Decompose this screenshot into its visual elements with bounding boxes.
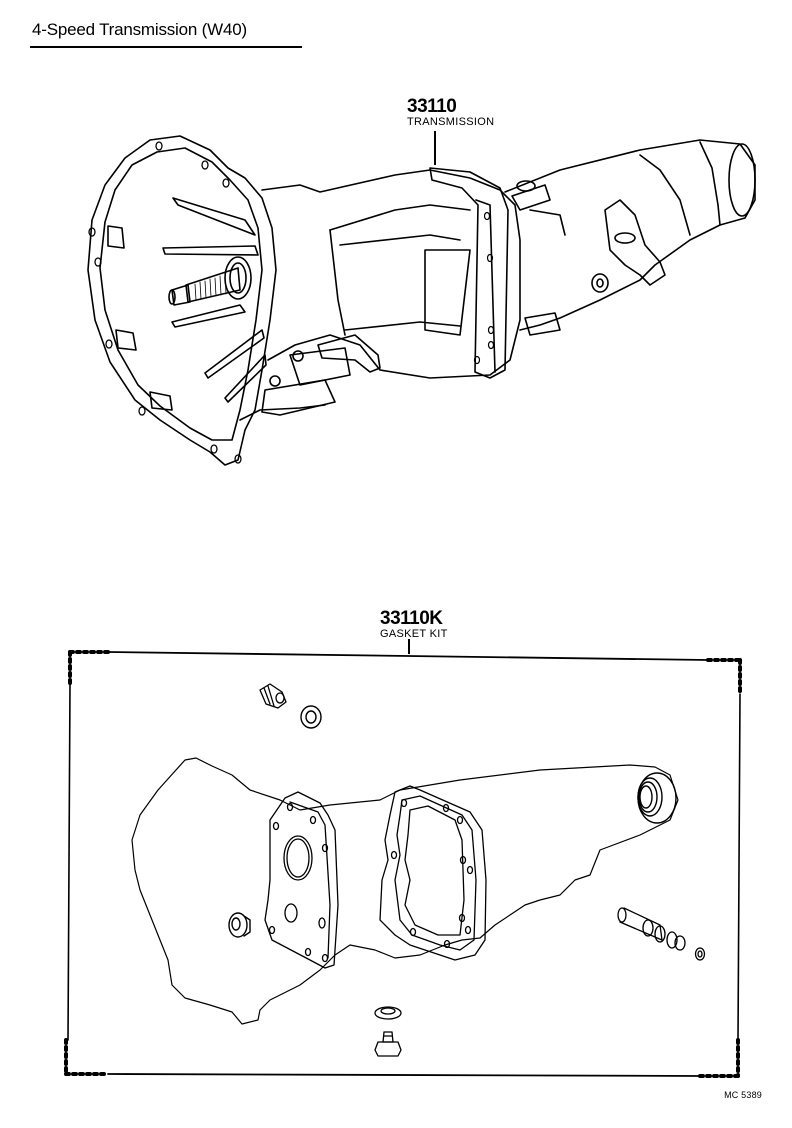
callout-gasket-kit: 33110K GASKET KIT bbox=[380, 609, 448, 640]
drain-plug-gasket bbox=[300, 705, 322, 729]
filler-plug bbox=[374, 1031, 402, 1057]
part-name-transmission: TRANSMISSION bbox=[407, 116, 495, 128]
phantom-case-outline bbox=[131, 757, 679, 1025]
part-number-transmission: 33110 bbox=[407, 96, 457, 117]
mount-bracket bbox=[604, 199, 666, 286]
release-fork bbox=[317, 334, 381, 373]
reference-code: MC 5389 bbox=[724, 1090, 762, 1100]
shift-shaft-seals bbox=[617, 907, 686, 951]
extension-housing bbox=[504, 139, 756, 331]
transmission-assembly-drawing bbox=[87, 135, 756, 466]
rear-seal-housing bbox=[728, 143, 756, 217]
part-number-gasket-kit: 33110K bbox=[380, 608, 443, 629]
drain-plug bbox=[259, 683, 287, 709]
input-shaft bbox=[185, 267, 241, 303]
bellhousing bbox=[87, 135, 277, 466]
filler-plug-gasket bbox=[374, 1006, 402, 1020]
intermediate-plate bbox=[429, 167, 509, 379]
extension-housing-gasket bbox=[379, 785, 487, 961]
gasket-kit-drawing bbox=[131, 683, 706, 1057]
front-oil-seal bbox=[228, 912, 251, 938]
small-o-ring bbox=[694, 947, 706, 961]
main-case bbox=[261, 169, 521, 379]
callout-transmission: 33110 TRANSMISSION bbox=[407, 97, 494, 128]
front-gasket-plate bbox=[264, 791, 339, 969]
title-underline bbox=[30, 46, 302, 48]
rear-oil-seal bbox=[637, 772, 677, 824]
part-name-gasket-kit: GASKET KIT bbox=[380, 628, 448, 640]
page-title: 4-Speed Transmission (W40) bbox=[32, 20, 247, 39]
leader-line-gasket-kit bbox=[408, 639, 410, 654]
side-boss bbox=[591, 273, 609, 293]
leader-line-transmission bbox=[434, 131, 436, 165]
gasket-kit-border bbox=[64, 650, 742, 1078]
